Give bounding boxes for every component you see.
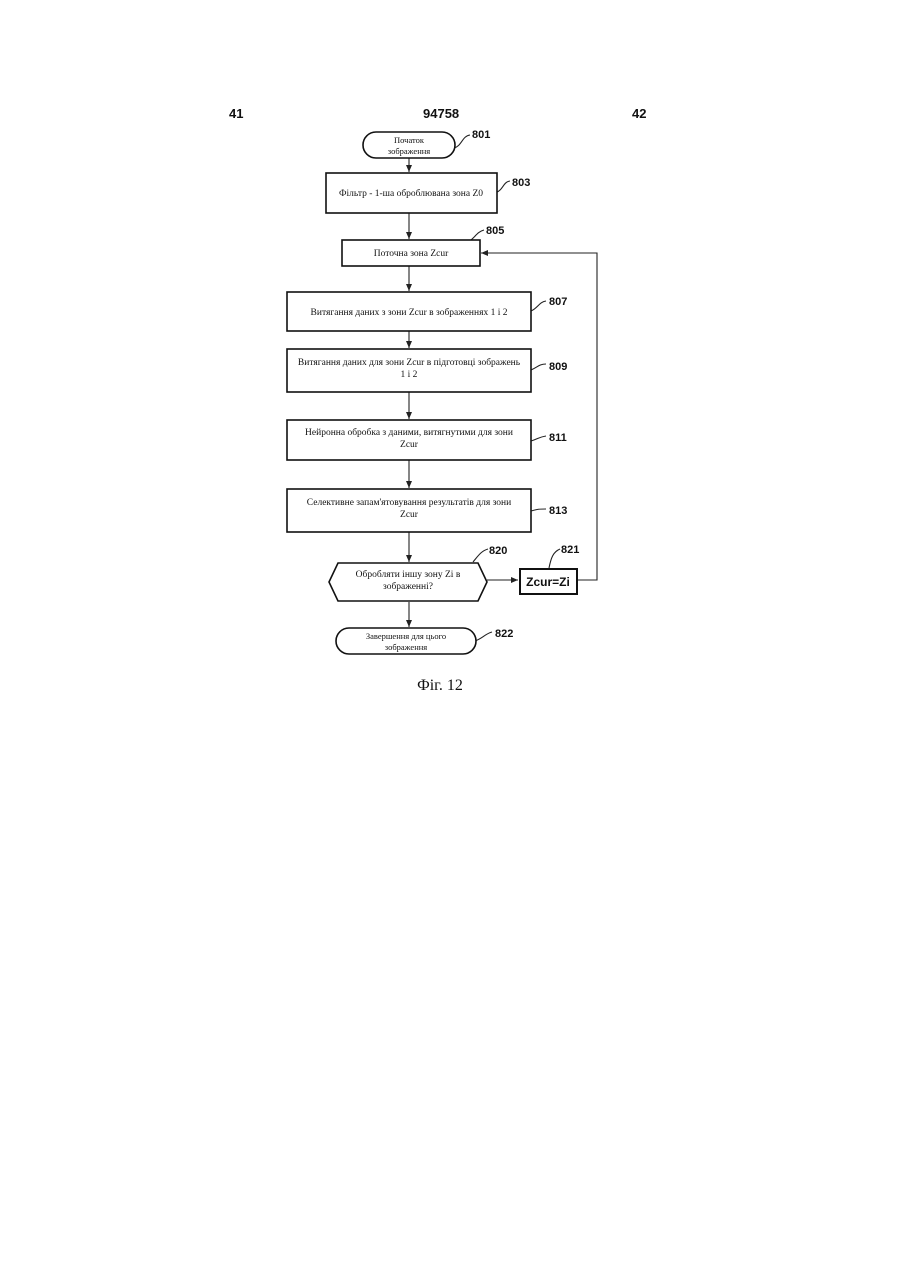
decision-label-1: Обробляти іншу зону Zi в <box>356 569 461 580</box>
extract-images-step: Витягання даних з зони Zcur в зображення… <box>287 292 567 331</box>
figure-caption: Фіг. 12 <box>0 677 880 695</box>
ref-801: 801 <box>472 129 490 141</box>
ref-821: 821 <box>561 544 579 556</box>
filter-step: Фільтр - 1-ша оброблювана зона Z0 803 <box>326 173 530 213</box>
start-label-1: Початок <box>394 135 425 145</box>
extract-prep-label-1: Витягання даних для зони Zcur в підготов… <box>298 357 521 368</box>
decision-label-2: зображенні? <box>383 581 433 592</box>
ref-807: 807 <box>549 296 567 308</box>
filter-label: Фільтр - 1-ша оброблювана зона Z0 <box>339 188 483 199</box>
assign-label: Zcur=Zi <box>526 575 570 589</box>
selective-label-1: Селективне запам'ятовування результатів … <box>307 498 511 508</box>
end-terminator: Завершення для цього зображення 822 <box>336 628 513 654</box>
ref-809: 809 <box>549 361 567 373</box>
ref-813: 813 <box>549 505 567 517</box>
neural-label-1: Нейронна обробка з даними, витягнутими д… <box>305 427 513 438</box>
start-label-2: зображення <box>388 146 431 156</box>
end-label-1: Завершення для цього <box>366 631 446 641</box>
selective-step: Селективне запам'ятовування результатів … <box>287 489 567 532</box>
ref-803: 803 <box>512 177 530 189</box>
end-label-2: зображення <box>385 642 428 652</box>
ref-805: 805 <box>486 225 504 237</box>
assign-step: Zcur=Zi 821 <box>520 544 579 594</box>
start-terminator: Початок зображення 801 <box>363 129 490 158</box>
extract-prep-step: Витягання даних для зони Zcur в підготов… <box>287 349 567 392</box>
neural-label-2: Zcur <box>400 440 419 450</box>
neural-step: Нейронна обробка з даними, витягнутими д… <box>287 420 567 460</box>
ref-822: 822 <box>495 628 513 640</box>
extract-prep-label-2: 1 і 2 <box>401 370 418 380</box>
current-zone-label: Поточна зона Zcur <box>374 249 449 259</box>
selective-label-2: Zcur <box>400 510 419 520</box>
ref-820: 820 <box>489 545 507 557</box>
extract-images-label: Витягання даних з зони Zcur в зображення… <box>311 307 508 318</box>
ref-811: 811 <box>549 432 567 444</box>
current-zone-step: Поточна зона Zcur 805 <box>342 225 504 266</box>
